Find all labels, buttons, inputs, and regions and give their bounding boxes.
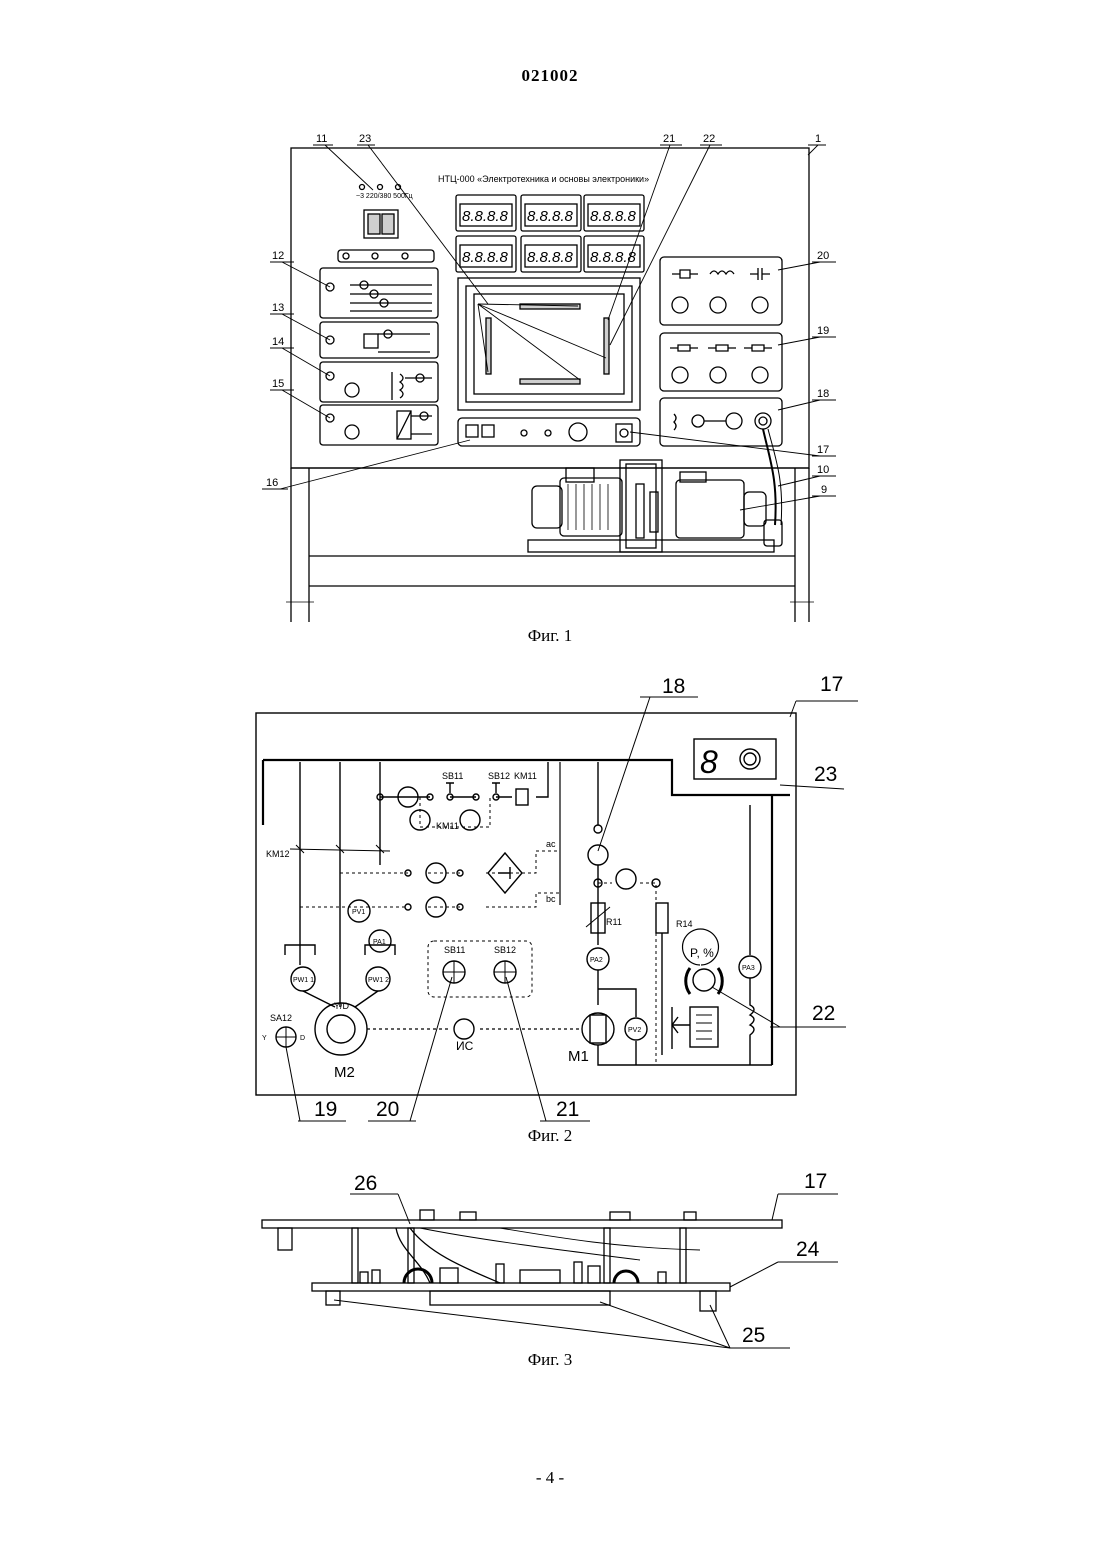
fig1-callout-20: 20 bbox=[817, 250, 829, 262]
fig2-display-digit: 8 bbox=[700, 744, 718, 780]
fig2-label-y: Y bbox=[262, 1035, 267, 1042]
fig2-callout-18: 18 bbox=[662, 675, 685, 698]
fig2-callout-23: 23 bbox=[814, 763, 837, 786]
fig2-label-pa1: PA1 bbox=[373, 939, 386, 946]
fig1-callout-18: 18 bbox=[817, 388, 829, 400]
fig2-label-yd: Y/D bbox=[334, 1001, 350, 1011]
fig2-label-sb12: SB12 bbox=[488, 771, 510, 781]
figure-1: НТЦ-000 «Электротехника и основы электро… bbox=[0, 0, 1100, 640]
fig2-callout-17: 17 bbox=[820, 673, 843, 696]
motor-base bbox=[528, 540, 774, 552]
fig1-title: НТЦ-000 «Электротехника и основы электро… bbox=[438, 174, 649, 184]
figure-3: 26 17 24 25 bbox=[0, 1160, 1100, 1360]
panel-18 bbox=[660, 398, 782, 446]
fig1-callout-10: 10 bbox=[817, 464, 829, 476]
fig2-label-pct: P, % bbox=[690, 946, 714, 960]
fig1-callout-1: 1 bbox=[815, 133, 821, 145]
fig3-callout-25: 25 bbox=[742, 1324, 765, 1347]
fig2-label-m2: M2 bbox=[334, 1064, 355, 1081]
fig1-callout-19: 19 bbox=[817, 325, 829, 337]
fig2-label-r11: R11 bbox=[606, 917, 622, 927]
fig1-callout-9: 9 bbox=[821, 484, 827, 496]
front-panel-17 bbox=[262, 1220, 782, 1228]
fig1-callout-16: 16 bbox=[266, 477, 278, 489]
fig2-label-sb11: SB11 bbox=[442, 771, 463, 781]
panel-20 bbox=[660, 257, 782, 325]
display-1-value: 8.8.8.8 bbox=[462, 208, 509, 225]
fig3-callout-26: 26 bbox=[354, 1172, 377, 1195]
fig1-caption: Фиг. 1 bbox=[0, 626, 1100, 646]
fig2-label-m1: M1 bbox=[568, 1048, 589, 1065]
fig1-callout-23: 23 bbox=[359, 133, 371, 145]
fig2-label-is: ИС bbox=[456, 1039, 474, 1053]
fig2-caption: Фиг. 2 bbox=[0, 1126, 1100, 1146]
fig2-callout-22: 22 bbox=[812, 1002, 835, 1025]
display-6-value: 8.8.8.8 bbox=[590, 249, 637, 266]
display-3-value: 8.8.8.8 bbox=[590, 208, 637, 225]
figure-2: 8 SB11 SB12 KM11 KM11 KM12 ac bc PV1 PA1… bbox=[0, 665, 1100, 1135]
fig2-label-pv2: PV2 bbox=[628, 1027, 641, 1034]
central-frame bbox=[458, 278, 640, 410]
fig2-label-pa2: PA2 bbox=[590, 957, 603, 964]
display-4-value: 8.8.8.8 bbox=[462, 249, 509, 266]
page-number: - 4 - bbox=[0, 1468, 1100, 1488]
fig2-callout-21: 21 bbox=[556, 1098, 579, 1121]
fig2-callout-20: 20 bbox=[376, 1098, 399, 1121]
fig1-callout-12: 12 bbox=[272, 250, 284, 262]
display-2-value: 8.8.8.8 bbox=[527, 208, 574, 225]
display-5-value: 8.8.8.8 bbox=[527, 249, 574, 266]
fig2-label-pw12: PW1 2 bbox=[368, 977, 389, 984]
fig1-callout-17: 17 bbox=[817, 444, 829, 456]
fig2-label-pw11: PW1 1 bbox=[293, 977, 314, 984]
fig2-label-d: D bbox=[300, 1035, 305, 1042]
fig2-callout-19: 19 bbox=[314, 1098, 337, 1121]
fig1-callout-21: 21 bbox=[663, 133, 675, 145]
fig2-label-r14: R14 bbox=[676, 919, 693, 929]
fig3-callout-24: 24 bbox=[796, 1238, 820, 1261]
panel-15 bbox=[320, 405, 438, 445]
fig2-label-bc: bc bbox=[546, 894, 556, 904]
fig2-label-ac: ac bbox=[546, 839, 556, 849]
control-strip bbox=[458, 418, 640, 446]
circuit-board-24 bbox=[312, 1283, 730, 1291]
fig2-label-sb11-btn: SB11 bbox=[444, 945, 465, 955]
fig1-callout-14: 14 bbox=[272, 336, 284, 348]
fig2-label-km11: KM11 bbox=[514, 771, 537, 781]
fig3-callout-17: 17 bbox=[804, 1170, 827, 1193]
fig2-label-pa3: PA3 bbox=[742, 965, 755, 972]
fig1-callout-13: 13 bbox=[272, 302, 284, 314]
fig1-callout-11: 11 bbox=[316, 133, 327, 145]
fig2-label-km11b: KM11 bbox=[436, 821, 459, 831]
fig1-callout-22: 22 bbox=[703, 133, 715, 145]
fig3-caption: Фиг. 3 bbox=[0, 1350, 1100, 1370]
fig2-label-sa12: SA12 bbox=[270, 1013, 292, 1023]
fig2-label-sb12-btn: SB12 bbox=[494, 945, 516, 955]
fig2-label-pv1: PV1 bbox=[352, 909, 365, 916]
fig1-callout-15: 15 bbox=[272, 378, 284, 390]
fig1-supply-label: ~3 220/380 500Гц bbox=[356, 193, 413, 200]
fig2-label-km12: KM12 bbox=[266, 849, 290, 859]
